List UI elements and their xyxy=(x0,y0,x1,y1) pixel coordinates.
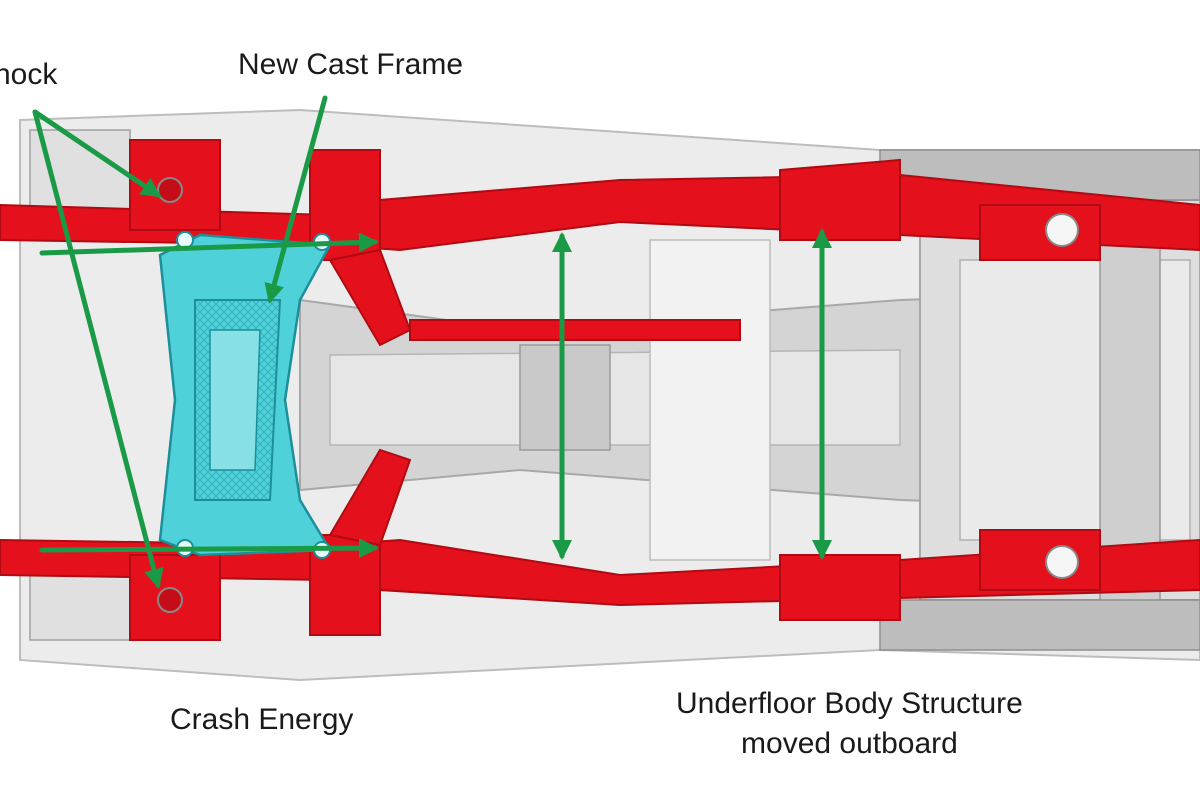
crash-energy-arrow-lower xyxy=(39,538,379,559)
underfloor-label-line2: moved outboard xyxy=(741,727,958,760)
underfloor-label-line1: Underfloor Body Structure xyxy=(676,687,1023,720)
red-structure xyxy=(0,139,1200,641)
shock-pointer-upper xyxy=(32,109,162,198)
shock-label: hock xyxy=(0,58,58,91)
cast-frame-part xyxy=(158,231,333,559)
shock-pointer-lower xyxy=(32,109,164,589)
cast-frame-label: New Cast Frame xyxy=(238,48,464,81)
crash-energy-arrow-upper xyxy=(39,232,379,256)
annotation-arrows xyxy=(32,95,832,589)
crash-energy-label: Crash Energy xyxy=(170,703,354,736)
mount-bolts xyxy=(157,177,1079,613)
underfloor-label: Underfloor Body Structure moved outboard xyxy=(676,684,1023,764)
cast-frame-pointer xyxy=(264,95,328,304)
